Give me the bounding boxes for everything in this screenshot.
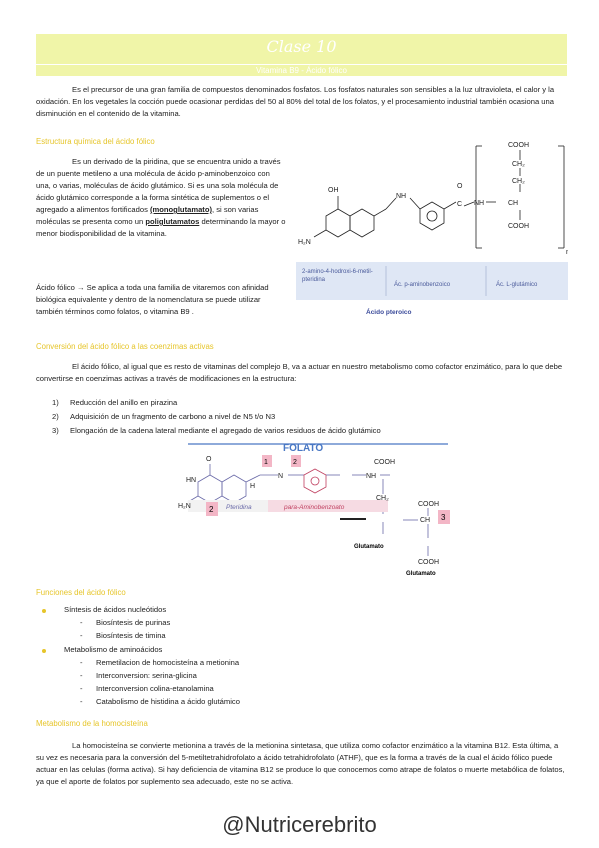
- structure-paragraph: Es un derivado de la piridina, que se en…: [36, 156, 286, 240]
- amide-nh-label-2: NH: [366, 473, 376, 480]
- pteroic-caption: Ácido pteroico: [366, 307, 412, 316]
- homocysteine-paragraph: La homocisteína se convierte metionina a…: [36, 741, 565, 786]
- paba-caption: Ác. p-aminobenzoico: [394, 281, 451, 288]
- subtitle-banner: Vitamina B9 - Ácido fólico: [36, 65, 567, 76]
- folato-title: FOLATO: [283, 443, 323, 454]
- carbonyl-c-label: C: [457, 201, 462, 208]
- glutamic-caption: Ác. L-glutámico: [496, 281, 538, 288]
- list-item: -Catabolismo de histidina a ácido glutám…: [80, 697, 240, 706]
- functions-list: Síntesis de ácidos nucleótidos -Biosínte…: [42, 604, 542, 710]
- badge-four: 3: [441, 513, 446, 522]
- glutamate-label-1: Glutamato: [354, 544, 384, 550]
- badge-one: 1: [264, 459, 268, 466]
- list-item: -Biosíntesis de purinas: [80, 618, 171, 627]
- list-item: 1)Reducción del anillo en pirazina: [52, 398, 178, 407]
- cooh-1-label: COOH: [374, 459, 395, 466]
- folate-structure-figure: FOLATO 1 2 2 3 Pteridina para-Aminobenzo…: [178, 443, 450, 577]
- cooh-bottom-label: COOH: [508, 223, 529, 230]
- conversion-steps-list: 1)Reducción del anillo en pirazina 2)Adq…: [52, 396, 562, 438]
- folic-acid-definition: Ácido fólico → Se aplica a toda una fami…: [36, 283, 269, 316]
- glutamate-label-2: Glutamato: [406, 571, 436, 577]
- pteridine-caption: 2-amino-4-hodroxi-6-metil-pteridina: [302, 269, 373, 283]
- list-item: 2)Adquisición de un fragmento de carbono…: [52, 412, 276, 421]
- cooh-3-label: COOH: [418, 559, 439, 566]
- ch-label-2: CH: [420, 517, 430, 524]
- title-banner: Clase 10: [36, 34, 567, 64]
- badge-two: 2: [293, 459, 297, 466]
- section-heading-conversion: Conversión del ácido fólico a las coenzi…: [36, 342, 214, 351]
- list-item: -Interconversion: serina-glicina: [80, 671, 197, 680]
- ch-label: CH: [508, 200, 518, 207]
- oh-label: OH: [328, 187, 339, 194]
- cooh-top-label: COOH: [508, 142, 529, 149]
- list-item: -Remetilacion de homocisteína a metionin…: [80, 658, 240, 667]
- section-heading-functions: Funciones del ácido fólico: [36, 588, 126, 597]
- ch2-a-label: CH₂: [512, 161, 525, 168]
- cooh-2-label: COOH: [418, 501, 439, 508]
- structure-text-a: Es un derivado de la piridina, que se en…: [36, 157, 281, 214]
- list-item: -Interconversion colina-etanolamina: [80, 684, 214, 693]
- amide-nh-label: NH: [474, 200, 484, 207]
- carbonyl-o-label: O: [457, 183, 463, 190]
- list-item: -Biosíntesis de timina: [80, 631, 166, 640]
- n10-label: N: [278, 473, 283, 480]
- folic-acid-structure-figure: OH H₂N NH C O NH CH COOH CH₂ CH₂ COOH n …: [296, 142, 568, 316]
- n-repeat-label: n: [566, 249, 568, 256]
- intro-paragraph: Es el precursor de una gran familia de c…: [36, 85, 555, 118]
- poliglutamatos-term: poliglutamatos: [145, 217, 200, 226]
- paba-label: para-Aminobenzoato: [283, 504, 345, 511]
- monoglutamato-term: (monoglutamato): [149, 205, 212, 214]
- page-title: Clase 10: [266, 37, 337, 56]
- page-subtitle: Vitamina B9 - Ácido fólico: [255, 66, 347, 75]
- structure-text-c: , si son varias moléculas se presenta co…: [36, 205, 259, 226]
- hn-label: HN: [186, 477, 196, 484]
- amine-label: H₂N: [178, 503, 191, 510]
- section-heading-structure: Estructura química del ácido fólico: [36, 137, 155, 146]
- ch2-b-label: CH₂: [512, 178, 525, 185]
- pteridine-label: Pteridina: [226, 504, 252, 511]
- badge-three: 2: [209, 505, 214, 514]
- oxo-label: O: [206, 456, 212, 463]
- author-watermark: @Nutricerebrito: [222, 812, 377, 837]
- nh-label: NH: [396, 193, 406, 200]
- conversion-paragraph: El ácido fólico, al igual que es resto d…: [36, 362, 563, 383]
- section-heading-homocysteine: Metabolismo de la homocisteína: [36, 719, 148, 728]
- h2n-label: H₂N: [298, 239, 311, 246]
- structure-text-e: determinando la mayor o menor biodisponi…: [36, 217, 286, 238]
- h-label: H: [250, 483, 255, 490]
- list-item: Metabolismo de aminoácidos: [42, 644, 542, 658]
- list-item: Síntesis de ácidos nucleótidos: [42, 604, 542, 618]
- ch2-label: CH₂: [376, 495, 389, 502]
- list-item: 3)Elongación de la cadena lateral median…: [52, 426, 381, 435]
